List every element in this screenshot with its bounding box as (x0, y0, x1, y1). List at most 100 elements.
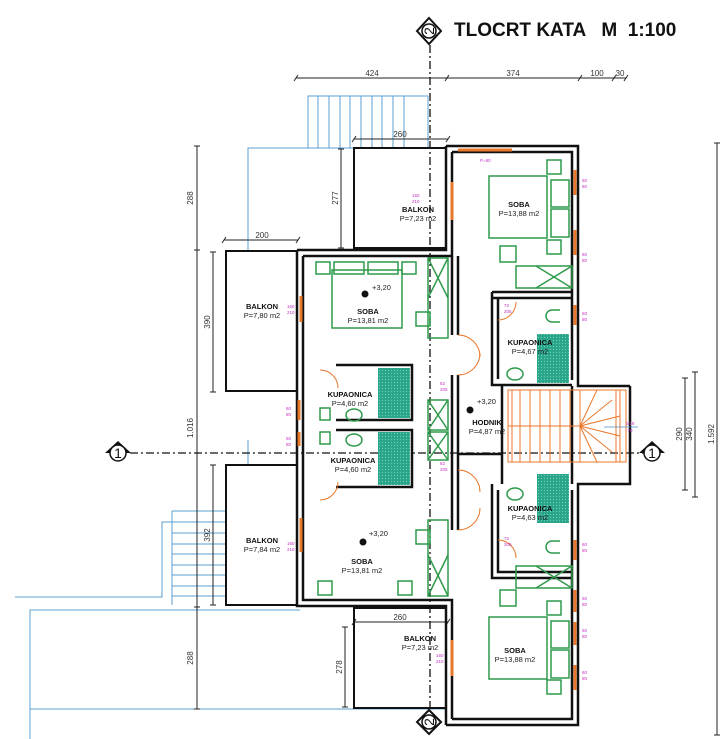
dim-left-288-bottom: 288 (186, 651, 195, 665)
window-label-4: 60 (582, 542, 588, 547)
room-balkon-top-name: BALKON (402, 205, 434, 214)
room-soba-right-upper-area: P=13,88 m2 (499, 209, 540, 218)
room-balkon-left-upper-area: P=7,80 m2 (244, 311, 280, 320)
dim-260-bottom: 260 (393, 613, 407, 622)
room-kupaonica-left-lower-name: KUPAONICA (331, 456, 376, 465)
window-label-7: 60 (582, 670, 588, 675)
window-label-6: 60 (582, 628, 588, 633)
room-soba-right-lower-name: SOBA (504, 646, 526, 655)
dim-260-top: 260 (393, 130, 407, 139)
dim-200: 200 (255, 231, 269, 240)
door-label-balkon-left-low-h: 210 (287, 547, 295, 552)
stair-width: 70 (627, 428, 633, 433)
plan-title: TLOCRT KATA M 1:100 (454, 20, 676, 41)
door-label-hall-low-h: 205 (440, 467, 448, 472)
room-balkon-left-lower-name: BALKON (246, 536, 278, 545)
room-kupaonica-right-upper-name: KUPAONICA (508, 338, 553, 347)
doors-windows (297, 148, 577, 690)
window-label-8: 60 (286, 406, 292, 411)
window-label-2-h: 80 (582, 258, 588, 263)
left-dimension-lines (194, 135, 451, 710)
dim-top-374: 374 (506, 69, 520, 78)
room-soba-left-lower-name: SOBA (351, 557, 373, 566)
room-soba-left-lower-area: P=13,81 m2 (342, 566, 383, 575)
dim-278: 278 (335, 660, 344, 674)
top-dimension-line (293, 74, 629, 82)
door-label-bath-right-up-h: 205 (504, 309, 512, 314)
title-block: 2 TLOCRT KATA M 1:100 (415, 16, 676, 46)
window-label-2: 60 (582, 252, 588, 257)
window-label-3: 60 (582, 311, 588, 316)
door-label-balkon-top: 160 (412, 193, 420, 198)
window-label-5-h: 80 (582, 602, 588, 607)
room-soba-right-lower-area: P=13,88 m2 (495, 655, 536, 664)
axis-1-marker-right: 1 (639, 441, 665, 462)
door-swings (319, 301, 517, 559)
window-label-6-h: 80 (582, 634, 588, 639)
room-balkon-left-upper-name: BALKON (246, 302, 278, 311)
room-kupaonica-left-upper-name: KUPAONICA (328, 390, 373, 399)
room-kupaonica-right-lower-name: KUPAONICA (508, 504, 553, 513)
door-label-bath-right-low: 72 (504, 536, 510, 541)
door-label-hall-up-h: 205 (440, 387, 448, 392)
dim-top-30: 30 (616, 69, 625, 78)
axis-1-label-right: 1 (648, 445, 656, 461)
room-balkon-bottom-name: BALKON (404, 634, 436, 643)
room-kupaonica-right-upper-area: P=4,67 m2 (512, 347, 548, 356)
level-markers (359, 290, 474, 546)
door-label-balkon-bottom-h: 210 (436, 659, 444, 664)
room-hodnik-area: P=4,87 m2 (469, 427, 505, 436)
stair-steps: 2/19 (626, 421, 635, 426)
dim-1592: 1.592 (707, 423, 716, 444)
room-soba-left-lower-level: +3,20 (369, 529, 388, 538)
door-label-hall-low: 82 (440, 461, 446, 466)
door-label-bath-right-up: 72 (504, 303, 510, 308)
dim-277: 277 (331, 191, 340, 205)
room-balkon-left-lower-area: P=7,84 m2 (244, 545, 280, 554)
room-hodnik-level: +3,20 (477, 397, 496, 406)
door-label-balkon-bottom: 160 (436, 653, 444, 658)
dim-left-288-top: 288 (186, 191, 195, 205)
room-soba-left-upper-level: +3,20 (372, 283, 391, 292)
room-labels: BALKON P=7,23 m2 BALKON P=7,80 m2 BALKON… (244, 200, 553, 664)
window-label-1-h: 80 (582, 184, 588, 189)
window-label-8-h: 80 (286, 412, 292, 417)
door-label-hall-up: 82 (440, 381, 446, 386)
window-label-top: P=90 (480, 158, 491, 163)
dim-340: 340 (685, 427, 694, 441)
dim-390: 390 (203, 315, 212, 329)
axis-2-marker-bottom: 2 (415, 708, 443, 736)
room-soba-left-upper-name: SOBA (357, 307, 379, 316)
room-balkon-bottom-area: P=7,23 m2 (402, 643, 438, 652)
axis-1-label-left: 1 (114, 445, 122, 461)
terrace-steps-top (247, 95, 446, 250)
room-kupaonica-left-upper-area: P=4,60 m2 (332, 399, 368, 408)
dim-392: 392 (203, 528, 212, 542)
window-label-9-h: 80 (286, 442, 292, 447)
room-balkon-top-area: P=7,23 m2 (400, 214, 436, 223)
window-label-5: 60 (582, 596, 588, 601)
window-label-7-h: 80 (582, 676, 588, 681)
axis-2-label-top: 2 (421, 27, 437, 35)
staircase (507, 389, 627, 463)
axis-2-label-bottom: 2 (421, 718, 437, 726)
showers (378, 334, 569, 523)
door-label-balkon-left-low: 160 (287, 541, 295, 546)
door-label-balkon-top-h: 210 (412, 199, 420, 204)
window-label-4-h: 80 (582, 548, 588, 553)
dim-left-1016: 1.016 (186, 417, 195, 438)
window-label-1: 60 (582, 178, 588, 183)
right-dimension-lines (682, 142, 720, 736)
window-label-9: 60 (286, 436, 292, 441)
room-kupaonica-left-lower-area: P=4,60 m2 (335, 465, 371, 474)
stair-annotation: 2/19 70 (604, 421, 638, 433)
door-label-balkon-left-up: 160 (287, 304, 295, 309)
walls (295, 144, 632, 727)
door-label-bath-right-low-h: 205 (504, 542, 512, 547)
furniture (315, 159, 573, 695)
dim-top-424: 424 (365, 69, 379, 78)
window-label-3-h: 80 (582, 317, 588, 322)
dim-290: 290 (675, 427, 684, 441)
axis-2-marker-top: 2 (415, 16, 443, 46)
